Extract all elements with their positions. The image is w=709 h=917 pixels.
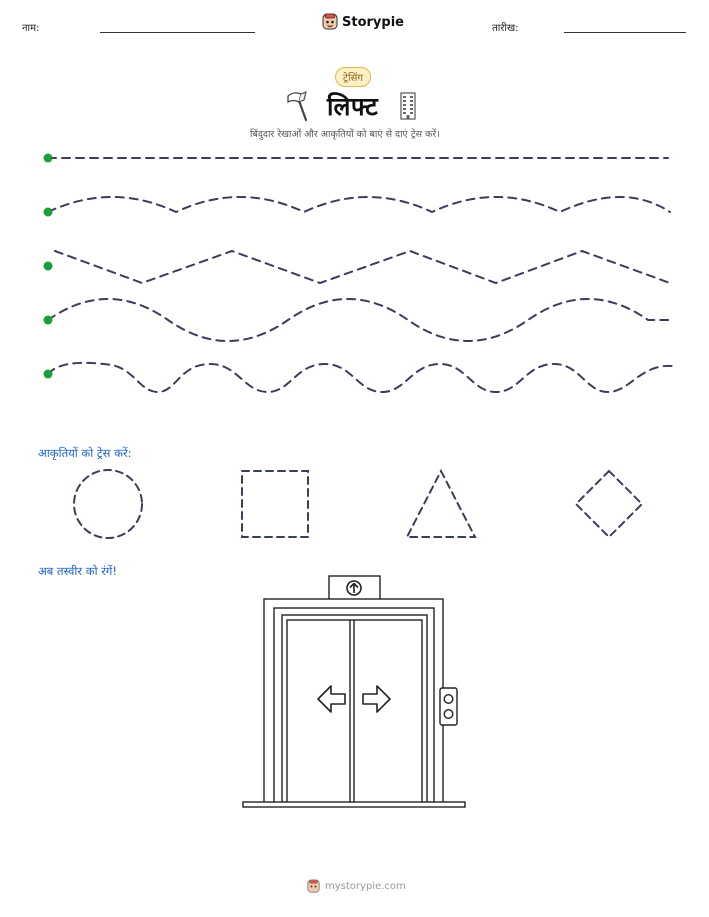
- left-arrow-icon: [317, 685, 346, 713]
- start-dot: [43, 261, 53, 271]
- elevator-floor: [242, 801, 466, 808]
- storypie-mascot-icon: [322, 13, 338, 30]
- page-title: लिफ्ट: [327, 92, 379, 121]
- start-dot: [43, 153, 53, 163]
- footer-site[interactable]: mystorypie.com: [325, 881, 406, 892]
- tracing-badge: ट्रेसिंग: [335, 67, 372, 87]
- tracing-line-sine-wave: [47, 298, 673, 342]
- elevator-picture: [242, 575, 466, 808]
- start-dot: [43, 207, 53, 217]
- brand-logo: Storypie: [322, 13, 404, 31]
- tracing-line-zigzag: [54, 249, 671, 285]
- shapes-heading: आकृतियों को ट्रेस करें:: [38, 446, 132, 460]
- tracing-lines: [43, 153, 673, 394]
- tracing-line-arc-wave: [47, 196, 671, 214]
- tracing-line-smooth-wave: [47, 361, 673, 394]
- up-arrow-icon: [346, 580, 362, 596]
- shape-square: [241, 470, 309, 538]
- right-arrow-icon: [362, 685, 391, 713]
- brand-name: Storypie: [342, 14, 404, 30]
- start-dot: [43, 369, 53, 379]
- building-icon: [400, 92, 416, 120]
- instruction-text: बिंदुदार रेखाओं और आकृतियों को बाएं से द…: [250, 129, 440, 140]
- shape-diamond: [574, 469, 644, 539]
- color-heading: अब तस्वीर को रंगें!: [38, 564, 118, 578]
- shape-triangle: [405, 468, 477, 538]
- name-field-line[interactable]: [100, 32, 255, 33]
- name-label: नाम:: [22, 23, 40, 34]
- date-label: तारीख:: [492, 23, 519, 34]
- shape-circle: [73, 469, 143, 539]
- axe-icon: [287, 91, 308, 122]
- trace-shapes: [73, 468, 644, 539]
- footer-brand: mystorypie.com: [307, 879, 406, 894]
- storypie-mascot-icon: [307, 879, 320, 893]
- date-field-line[interactable]: [564, 32, 686, 33]
- elevator-call-panel: [439, 687, 458, 726]
- start-dot: [43, 315, 53, 325]
